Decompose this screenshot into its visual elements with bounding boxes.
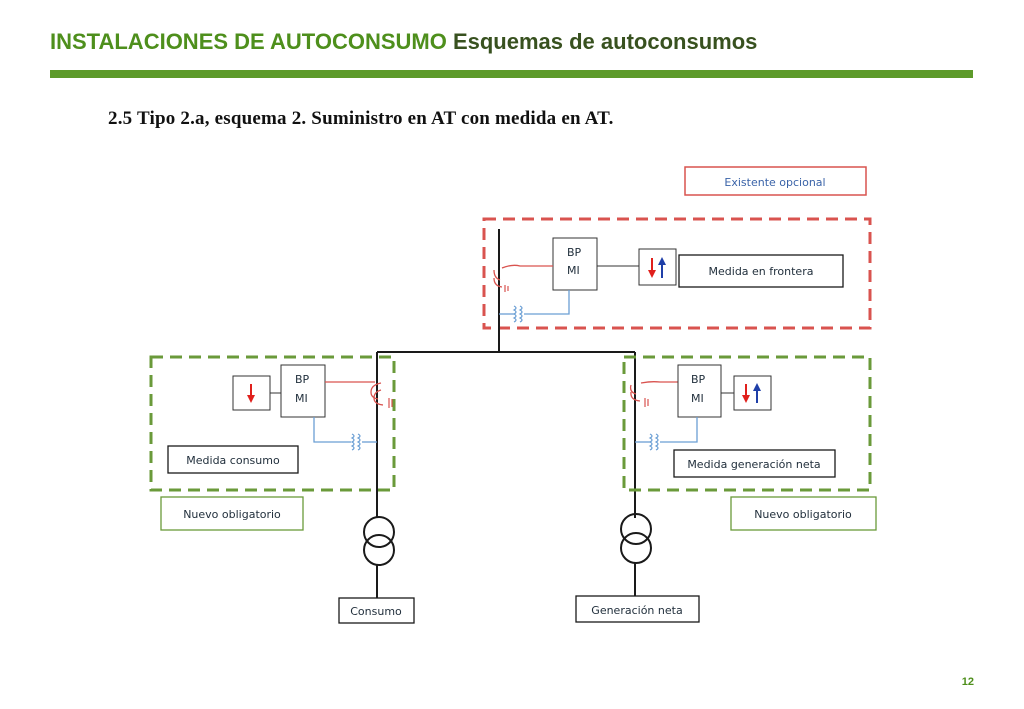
current-transformer-left xyxy=(325,381,393,408)
current-transformer-right xyxy=(629,381,678,407)
bp-mi-box-left xyxy=(280,364,326,418)
mandatory-label-box-right xyxy=(730,496,877,531)
transformer-left-icon xyxy=(363,516,395,566)
bp-label-right: BP xyxy=(691,373,706,386)
bp-label-left: BP xyxy=(295,373,310,386)
mandatory-label-left: Nuevo obligatorio xyxy=(183,508,281,521)
mi-label-top: MI xyxy=(567,264,580,277)
consumption-label: Consumo xyxy=(350,605,402,618)
frontier-measure-box xyxy=(678,254,844,288)
mi-label-left: MI xyxy=(295,392,308,405)
mandatory-label-right: Nuevo obligatorio xyxy=(754,508,852,521)
net-generation-measure-box xyxy=(673,449,836,478)
voltage-transformer-left xyxy=(313,417,377,451)
legend-existing-optional: Existente opcional xyxy=(724,176,825,189)
mandatory-label-box-left xyxy=(160,496,304,531)
transformer-right-icon xyxy=(620,513,652,564)
net-generation-measure-label: Medida generación neta xyxy=(687,458,820,471)
mi-label-right: MI xyxy=(691,392,704,405)
current-transformer-top xyxy=(493,264,553,292)
title-divider xyxy=(50,70,973,78)
net-generation-label: Generación neta xyxy=(591,604,682,617)
meter-arrows-top xyxy=(638,248,677,286)
meter-arrows-right xyxy=(733,375,772,411)
voltage-transformer-top xyxy=(499,290,570,323)
bp-mi-box-right xyxy=(677,364,722,418)
consumption-measure-box xyxy=(167,445,299,474)
bp-mi-box-top xyxy=(552,237,598,291)
frontier-measure-label: Medida en frontera xyxy=(709,265,814,278)
bidirectional-arrows-right-icon xyxy=(742,383,761,403)
bp-label-top: BP xyxy=(567,246,582,259)
slide-title-main: INSTALACIONES DE AUTOCONSUMO xyxy=(50,29,447,54)
consumption-box xyxy=(338,597,415,624)
net-generation-box xyxy=(575,595,700,623)
page-number: 12 xyxy=(961,676,974,688)
slide-title-sub: Esquemas de autoconsumos xyxy=(452,29,758,54)
down-arrow-icon xyxy=(247,384,255,403)
consumption-measure-label: Medida consumo xyxy=(186,454,280,467)
bidirectional-arrows-icon xyxy=(648,257,666,278)
slide-title: INSTALACIONES DE AUTOCONSUMO Esquemas de… xyxy=(50,29,757,55)
mandatory-zone-right xyxy=(622,355,872,492)
voltage-transformer-right xyxy=(635,417,698,451)
mandatory-zone-left xyxy=(149,355,396,492)
legend-box xyxy=(684,166,867,196)
section-heading: 2.5 Tipo 2.a, esquema 2. Suministro en A… xyxy=(108,108,614,129)
optional-zone xyxy=(482,217,872,330)
